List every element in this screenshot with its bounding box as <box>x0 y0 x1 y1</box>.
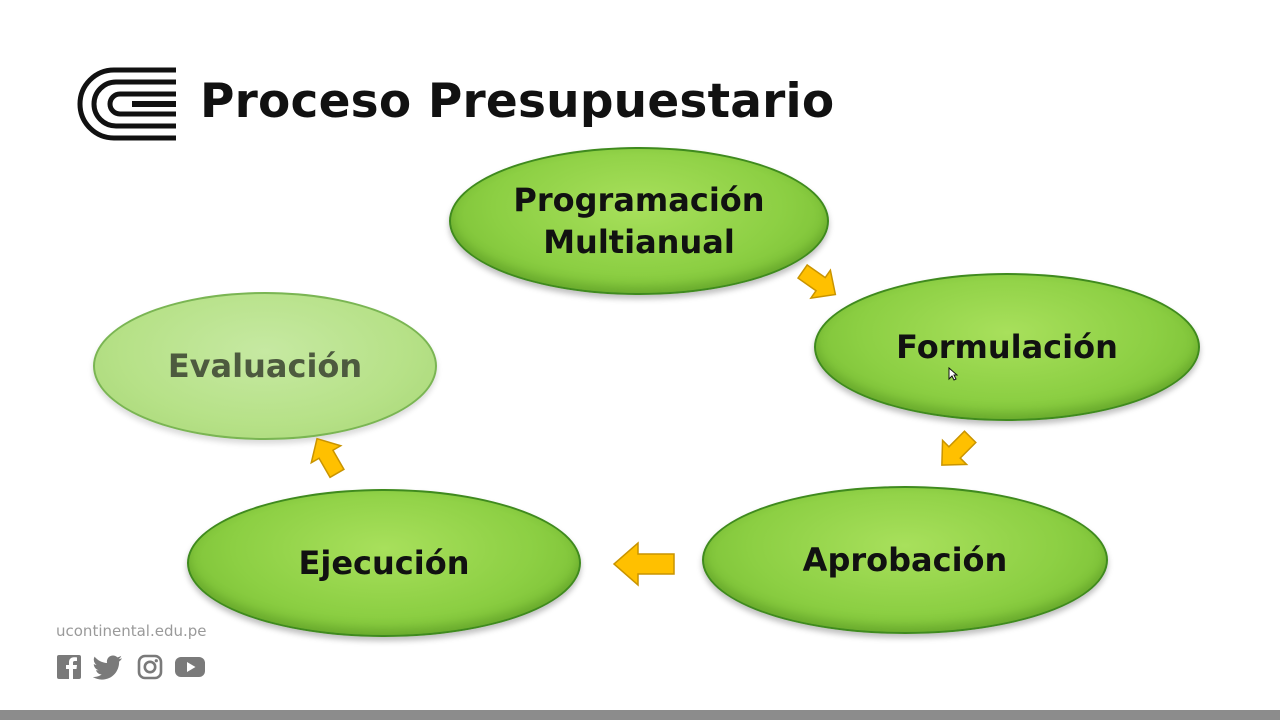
node-label: Aprobación <box>802 540 1008 579</box>
arrow-ejec-to-eval <box>310 437 345 479</box>
slide-title: Proceso Presupuestario <box>200 74 835 129</box>
ucontinental-logo <box>77 67 176 141</box>
node-label: Formulación <box>896 327 1118 366</box>
node-evaluacion: Evaluación <box>93 292 437 440</box>
footer-url: ucontinental.edu.pe <box>56 622 207 640</box>
arrow-aprob-to-ejec <box>612 541 675 587</box>
node-label: Evaluación <box>167 346 363 385</box>
twitter-icon[interactable] <box>93 654 123 680</box>
node-ejecucion: Ejecución <box>187 489 581 637</box>
facebook-icon[interactable] <box>55 654 83 680</box>
node-aprobacion: Aprobación <box>702 486 1108 634</box>
arrow-prog-to-form <box>796 263 837 300</box>
arrow-form-to-aprob <box>941 430 977 466</box>
bottom-bar <box>0 710 1280 720</box>
node-programacion-multianual: Programación Multianual <box>449 147 829 295</box>
instagram-icon[interactable] <box>136 654 164 680</box>
node-label: Ejecución <box>298 543 470 582</box>
node-formulacion: Formulación <box>814 273 1200 421</box>
node-label: Programación Multianual <box>513 180 765 261</box>
youtube-icon[interactable] <box>174 654 206 680</box>
mouse-cursor-icon <box>948 367 958 381</box>
